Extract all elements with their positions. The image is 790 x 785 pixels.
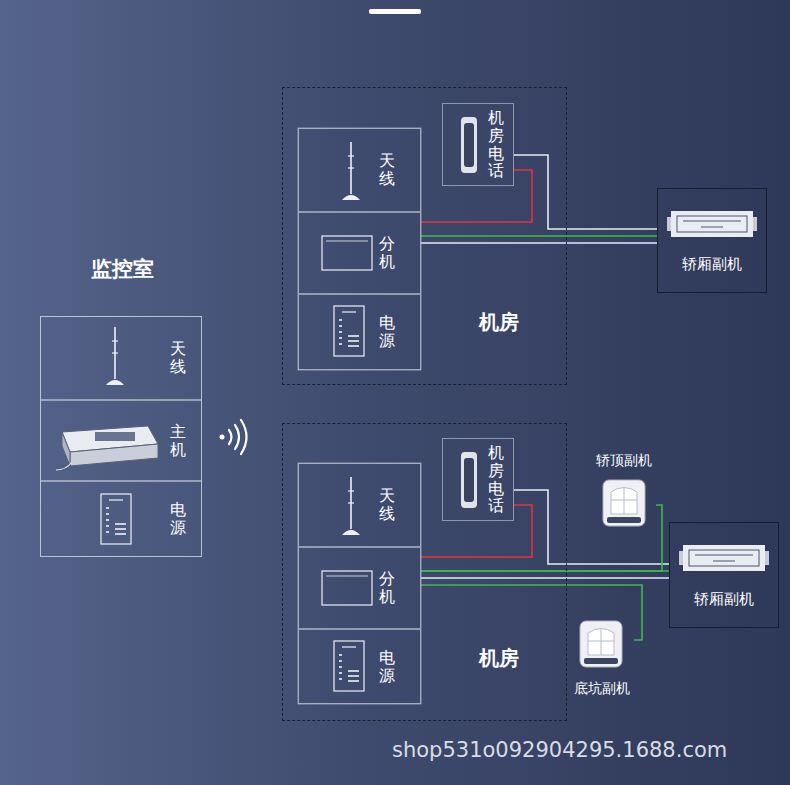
room-heading: 监控室 [91, 255, 154, 283]
wire [421, 235, 657, 237]
wire [514, 155, 657, 229]
room-panel: 监控室天线主机电源 [40, 316, 202, 557]
node-label: 电源 [170, 501, 186, 536]
top-bar [369, 9, 421, 14]
node-label: 机房电话 [488, 444, 504, 514]
pit-unit: 底坑副机 [570, 618, 634, 698]
power-section: 电源 [298, 629, 421, 704]
antenna-section: 天线 [298, 463, 421, 547]
wire [421, 577, 669, 579]
node-label: 分机 [379, 235, 395, 270]
machine-room: 机房 天线分机电源 机房电话 [282, 423, 567, 721]
antenna-section: 天线 [298, 128, 421, 212]
car-unit: 轿厢副机 [669, 522, 779, 628]
node-label: 轿厢副机 [694, 590, 754, 609]
host-icon [56, 426, 158, 470]
car-unit: 轿厢副机 [657, 188, 767, 293]
node-label: 分机 [379, 570, 395, 605]
extension-section: 分机 [298, 547, 421, 629]
power-section: 电源 [298, 294, 421, 370]
node-label: 电源 [379, 649, 395, 684]
room-label: 机房 [479, 645, 519, 672]
node-label: 天线 [170, 340, 186, 375]
wire [514, 490, 669, 564]
watermark: shop531o092904295.1688.com [392, 738, 727, 762]
wire [421, 242, 657, 244]
antenna-section: 天线 [40, 316, 202, 400]
node-label: 电源 [379, 314, 395, 349]
node-label: 天线 [379, 152, 395, 187]
node-label: 机房电话 [488, 109, 504, 179]
node-label: 主机 [170, 423, 186, 458]
node-label: 天线 [379, 487, 395, 522]
wire [421, 170, 532, 222]
panel-frame [298, 463, 421, 704]
host-section: 主机 [40, 400, 202, 481]
node-label: 底坑副机 [574, 680, 630, 698]
extension-section: 分机 [298, 212, 421, 294]
room-phone: 机房电话 [442, 103, 514, 186]
room-phone: 机房电话 [442, 438, 514, 521]
node-label: 轿厢副机 [682, 255, 742, 274]
car-top-unit: 轿顶副机 [592, 452, 656, 530]
power-section: 电源 [40, 481, 202, 557]
machine-room: 机房 天线分机电源 机房电话 [282, 87, 567, 385]
room-label: 机房 [479, 309, 519, 336]
wireless-symbol [220, 420, 247, 454]
panel-frame [298, 128, 421, 370]
wire [421, 505, 532, 557]
node-label: 轿顶副机 [596, 452, 652, 470]
